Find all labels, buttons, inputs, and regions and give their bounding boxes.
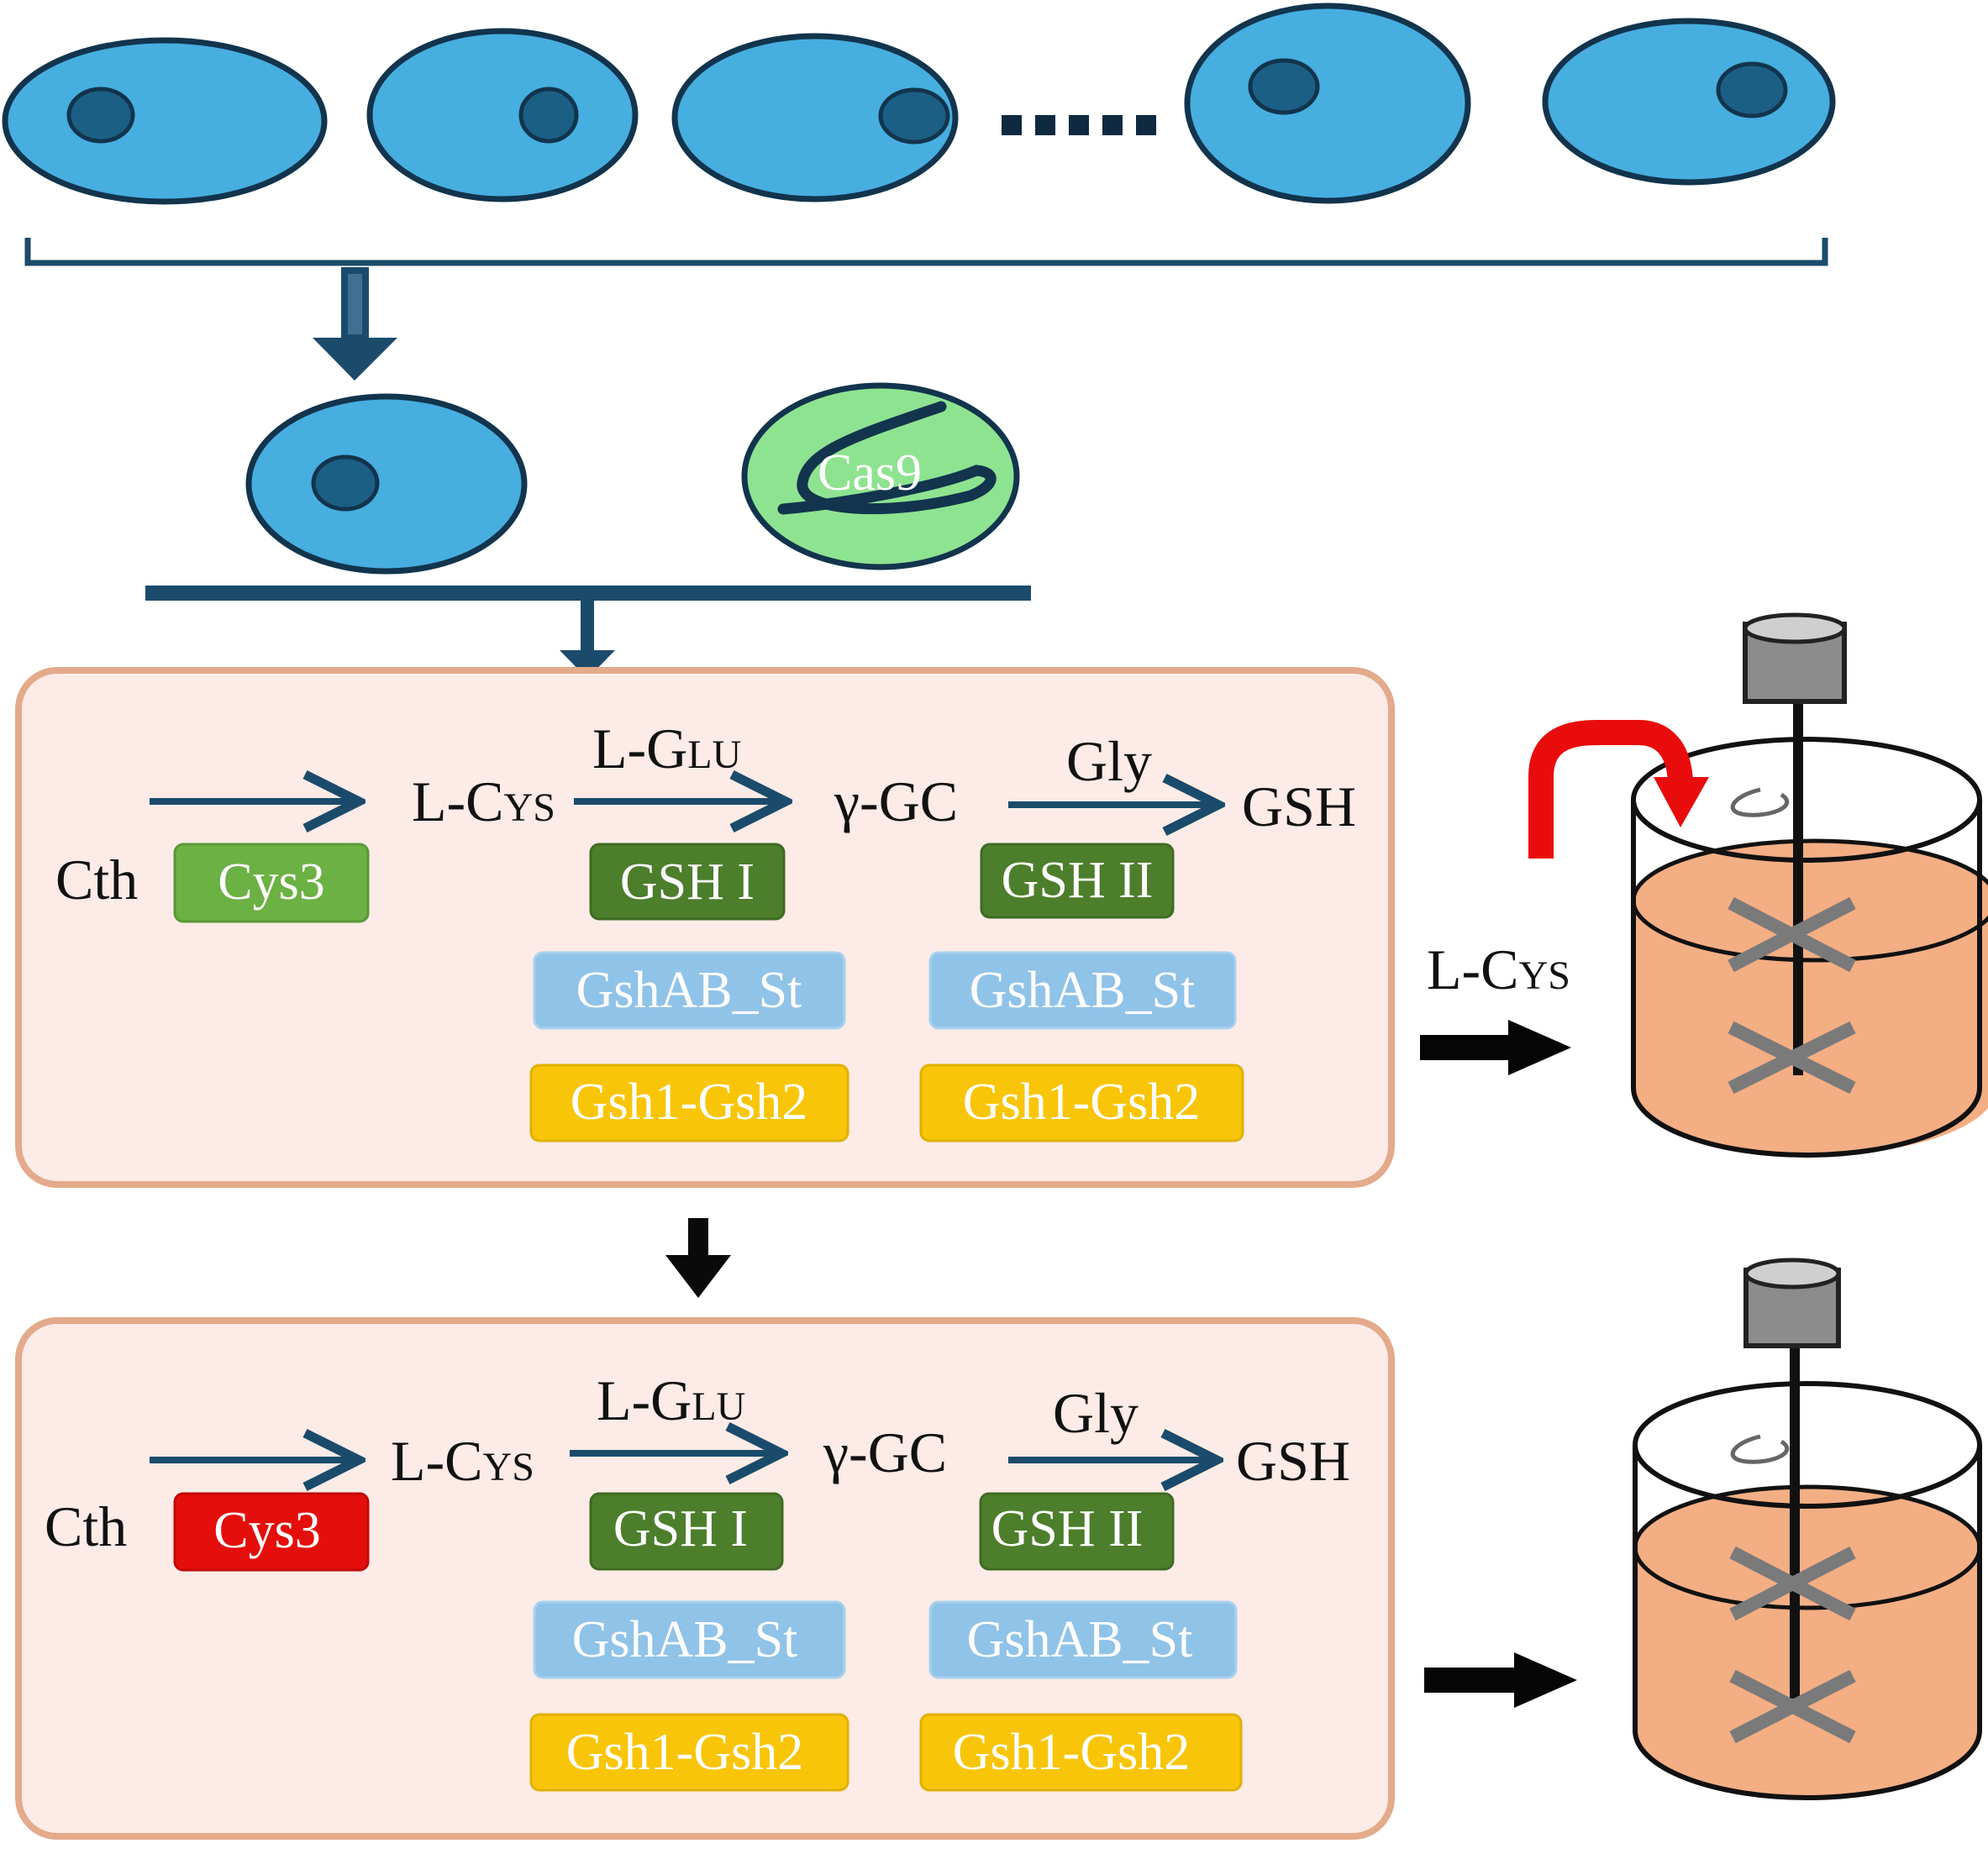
enzyme-gshab-st: GshAB_St [928, 1600, 1238, 1679]
enzyme-gsh1-gsh2: Gsh1-Gsh2 [919, 1064, 1244, 1142]
cell [1542, 18, 1836, 186]
block-arrow-down [313, 267, 397, 381]
enzyme-gshab-st: GshAB_St [533, 1600, 846, 1679]
bioreactor-2 [1633, 1258, 1982, 1800]
enzyme-gshab-st: GshAB_St [928, 951, 1237, 1030]
cas9-swirl [777, 401, 997, 515]
svg-text:Gsh1-Gsh2: Gsh1-Gsh2 [953, 1724, 1190, 1781]
label-l-cys-feed: L-Cys [1427, 938, 1570, 1001]
svg-text:GSH I: GSH I [620, 853, 755, 911]
enzyme-gshab-st: GshAB_St [533, 951, 846, 1030]
enzyme-cys3-mutated: Cys3 [173, 1492, 370, 1572]
label-l-cys: L-Cys [412, 769, 555, 833]
label-gsh: GSH [1242, 775, 1356, 838]
cell [1184, 3, 1471, 204]
pathway-panel-2: Cth L-Cys L-Glu γ-GC Gly GSH Cys3 GSH I … [15, 1317, 1395, 1840]
svg-text:GSH II: GSH II [991, 1500, 1144, 1557]
svg-text:Cys3: Cys3 [213, 1502, 320, 1559]
cas9-plasmid: Cas9 [741, 382, 1020, 570]
nucleus [1248, 58, 1320, 115]
merge-arrow [560, 593, 615, 679]
svg-text:Gsh1-Gsh2: Gsh1-Gsh2 [566, 1724, 803, 1781]
pathway-panel-1: Cth L-Cys L-Glu γ-GC Gly GSH Cys3 GSH I … [15, 667, 1395, 1188]
nucleus [1716, 61, 1788, 118]
enzyme-gsh1-gsh2: Gsh1-Gsh2 [529, 1713, 849, 1792]
svg-text:GshAB_St: GshAB_St [576, 962, 802, 1019]
label-cth: Cth [45, 1494, 127, 1558]
enzyme-gsh-i: GSH I [589, 843, 786, 921]
nucleus [878, 87, 950, 144]
svg-text:Gsh1-Gsh2: Gsh1-Gsh2 [963, 1074, 1200, 1131]
label-gly: Gly [1066, 729, 1152, 793]
enzyme-gsh-i: GSH I [589, 1492, 784, 1571]
svg-text:GshAB_St: GshAB_St [970, 962, 1196, 1019]
nucleus [66, 87, 135, 144]
label-l-cys: L-Cys [391, 1429, 534, 1493]
svg-text:GshAB_St: GshAB_St [967, 1611, 1193, 1668]
label-cth: Cth [55, 848, 138, 911]
enzyme-gsh-ii: GSH II [980, 843, 1175, 919]
selected-cell [245, 393, 528, 575]
cell [2, 37, 328, 205]
label-gamma-gc: γ-GC [823, 1421, 947, 1484]
bioreactor-1 [1528, 612, 1988, 1158]
svg-text:GSH II: GSH II [1002, 852, 1154, 909]
feed-arrow-red [1528, 720, 1693, 859]
selection-bracket [24, 238, 1828, 266]
label-l-glu: L-Glu [597, 1368, 745, 1432]
cell [366, 28, 639, 202]
label-gly: Gly [1053, 1381, 1139, 1445]
enzyme-gsh1-gsh2: Gsh1-Gsh2 [529, 1064, 849, 1142]
nucleus [518, 87, 579, 144]
cell-row: ..... [2, 3, 1836, 205]
svg-text:GshAB_St: GshAB_St [572, 1611, 798, 1668]
ellipsis: ..... [1002, 115, 1156, 135]
nucleus [311, 454, 380, 512]
svg-text:Cys3: Cys3 [218, 853, 324, 911]
label-gamma-gc: γ-GC [834, 769, 958, 833]
enzyme-gsh1-gsh2: Gsh1-Gsh2 [919, 1713, 1243, 1792]
enzyme-cys3: Cys3 [173, 843, 370, 923]
panel-transition-arrow [665, 1218, 731, 1298]
feed-arrow [1420, 1020, 1571, 1075]
svg-text:Gsh1-Gsh2: Gsh1-Gsh2 [571, 1074, 807, 1131]
svg-text:GSH I: GSH I [613, 1500, 748, 1557]
cas9-label: Cas9 [818, 444, 922, 502]
enzyme-gsh-ii: GSH II [979, 1492, 1175, 1571]
feed-arrow [1424, 1652, 1577, 1708]
label-gsh: GSH [1236, 1429, 1350, 1493]
label-l-glu: L-Glu [592, 717, 741, 780]
cell [671, 33, 959, 202]
